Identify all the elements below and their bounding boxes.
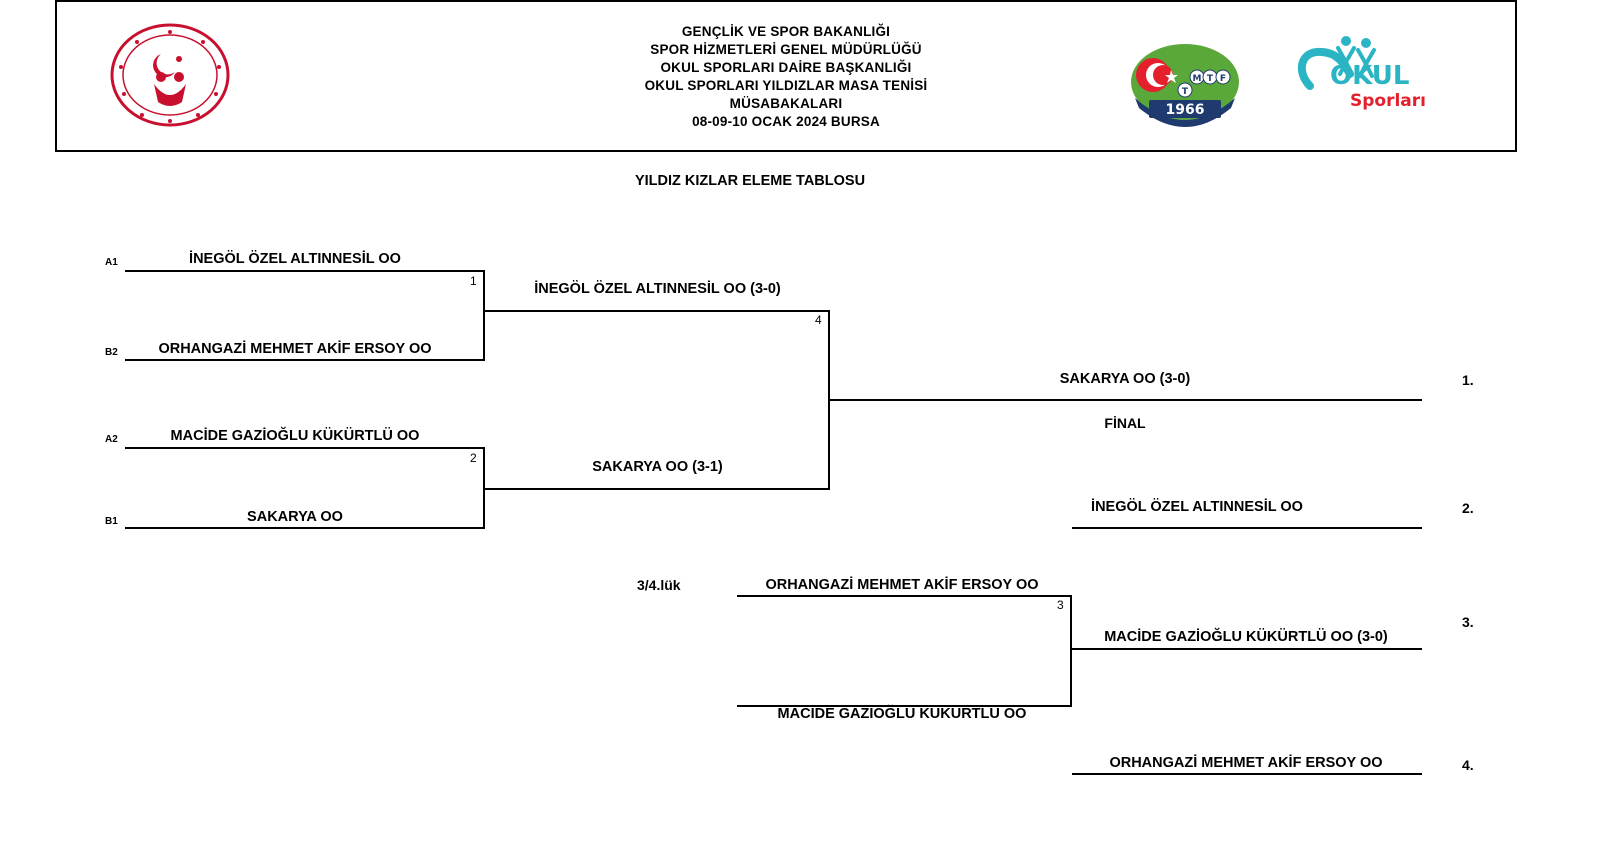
third-place-winner: MACİDE GAZİOĞLU KÜKÜRTLÜ OO (3-0) (1104, 629, 1388, 645)
r1-team-1: İNEGÖL ÖZEL ALTINNESİL OO (189, 251, 401, 267)
match-number-1: 1 (470, 274, 477, 288)
match3-connector (1070, 595, 1072, 706)
okul-word-logo: OKUL (1330, 61, 1409, 91)
third-place-label: 3/4.lük (637, 577, 681, 593)
third-place-line-top (737, 595, 1072, 597)
bracket-title: YILDIZ KIZLAR ELEME TABLOSU (634, 173, 866, 189)
r1-team-2: ORHANGAZİ MEHMET AKİF ERSOY OO (158, 341, 432, 357)
semifinal-winner-2: SAKARYA OO (3-1) (592, 459, 723, 475)
final-label: FİNAL (1104, 415, 1146, 431)
r1-line-2 (125, 359, 485, 361)
svg-text:T: T (1182, 87, 1189, 97)
sporlari-word-logo: Sporları (1350, 91, 1426, 111)
header-line-4: OKUL SPORLARI YILDIZLAR MASA TENİSİ (644, 78, 928, 93)
r2-line-2 (485, 488, 830, 490)
header-line-1: GENÇLİK VE SPOR BAKANLIĞI (681, 24, 891, 39)
place-2: 2. (1462, 500, 1474, 516)
final-line (830, 399, 1422, 401)
table-tennis-federation-logo: T M T F 1966 (1131, 44, 1239, 127)
third-place-line-bottom (737, 705, 1072, 707)
seed-a1: A1 (105, 257, 118, 268)
place-3: 3. (1462, 614, 1474, 630)
header-box: GENÇLİK VE SPOR BAKANLIĞI SPOR HİZMETLER… (55, 0, 1517, 152)
seed-b2: B2 (105, 347, 118, 358)
final-connector (828, 310, 830, 489)
seed-b1: B1 (105, 516, 118, 527)
r1-team-4: SAKARYA OO (247, 509, 343, 525)
runner-up-team: İNEGÖL ÖZEL ALTINNESİL OO (1091, 499, 1303, 515)
seed-a2: A2 (105, 434, 118, 445)
r1-team-3: MACİDE GAZİOĞLU KÜKÜRTLÜ OO (170, 428, 420, 444)
match1-connector (483, 270, 485, 360)
header-line-2: SPOR HİZMETLERİ GENEL MÜDÜRLÜĞÜ (650, 42, 922, 57)
runner-up-line (1072, 527, 1422, 529)
okul-sporlari-logo: OKUL Sporları (1298, 36, 1426, 111)
r1-line-3 (125, 447, 485, 449)
match2-connector (483, 447, 485, 528)
fourth-place-team: ORHANGAZİ MEHMET AKİF ERSOY OO (1109, 755, 1383, 771)
svg-text:M: M (1193, 74, 1202, 84)
r1-line-4 (125, 527, 485, 529)
svg-text:T: T (1207, 74, 1214, 84)
third-place-team-top: ORHANGAZİ MEHMET AKİF ERSOY OO (765, 577, 1039, 593)
r2-line-1 (485, 310, 830, 312)
match-number-4: 4 (815, 313, 822, 327)
r1-line-1 (125, 270, 485, 272)
svg-text:F: F (1220, 74, 1226, 84)
third-place-team-bottom: MACİDE GAZİOĞLU KÜKÜRTLÜ OO (777, 706, 1027, 722)
place-1: 1. (1462, 372, 1474, 388)
final-winner: SAKARYA OO (3-0) (1059, 371, 1191, 387)
header-line-6: 08-09-10 OCAK 2024 BURSA (692, 114, 880, 129)
third-place-winner-line (1072, 648, 1422, 650)
place-4: 4. (1462, 757, 1474, 773)
semifinal-winner-1: İNEGÖL ÖZEL ALTINNESİL OO (3-0) (534, 281, 781, 297)
fourth-place-line (1072, 773, 1422, 775)
ministry-seal-logo (110, 23, 230, 127)
match-number-2: 2 (470, 451, 477, 465)
match-number-3: 3 (1057, 598, 1064, 612)
svg-text:1966: 1966 (1166, 102, 1205, 118)
header-line-3: OKUL SPORLARI DAİRE BAŞKANLIĞI (660, 60, 912, 75)
header-line-5: MÜSABAKALARI (729, 96, 843, 111)
